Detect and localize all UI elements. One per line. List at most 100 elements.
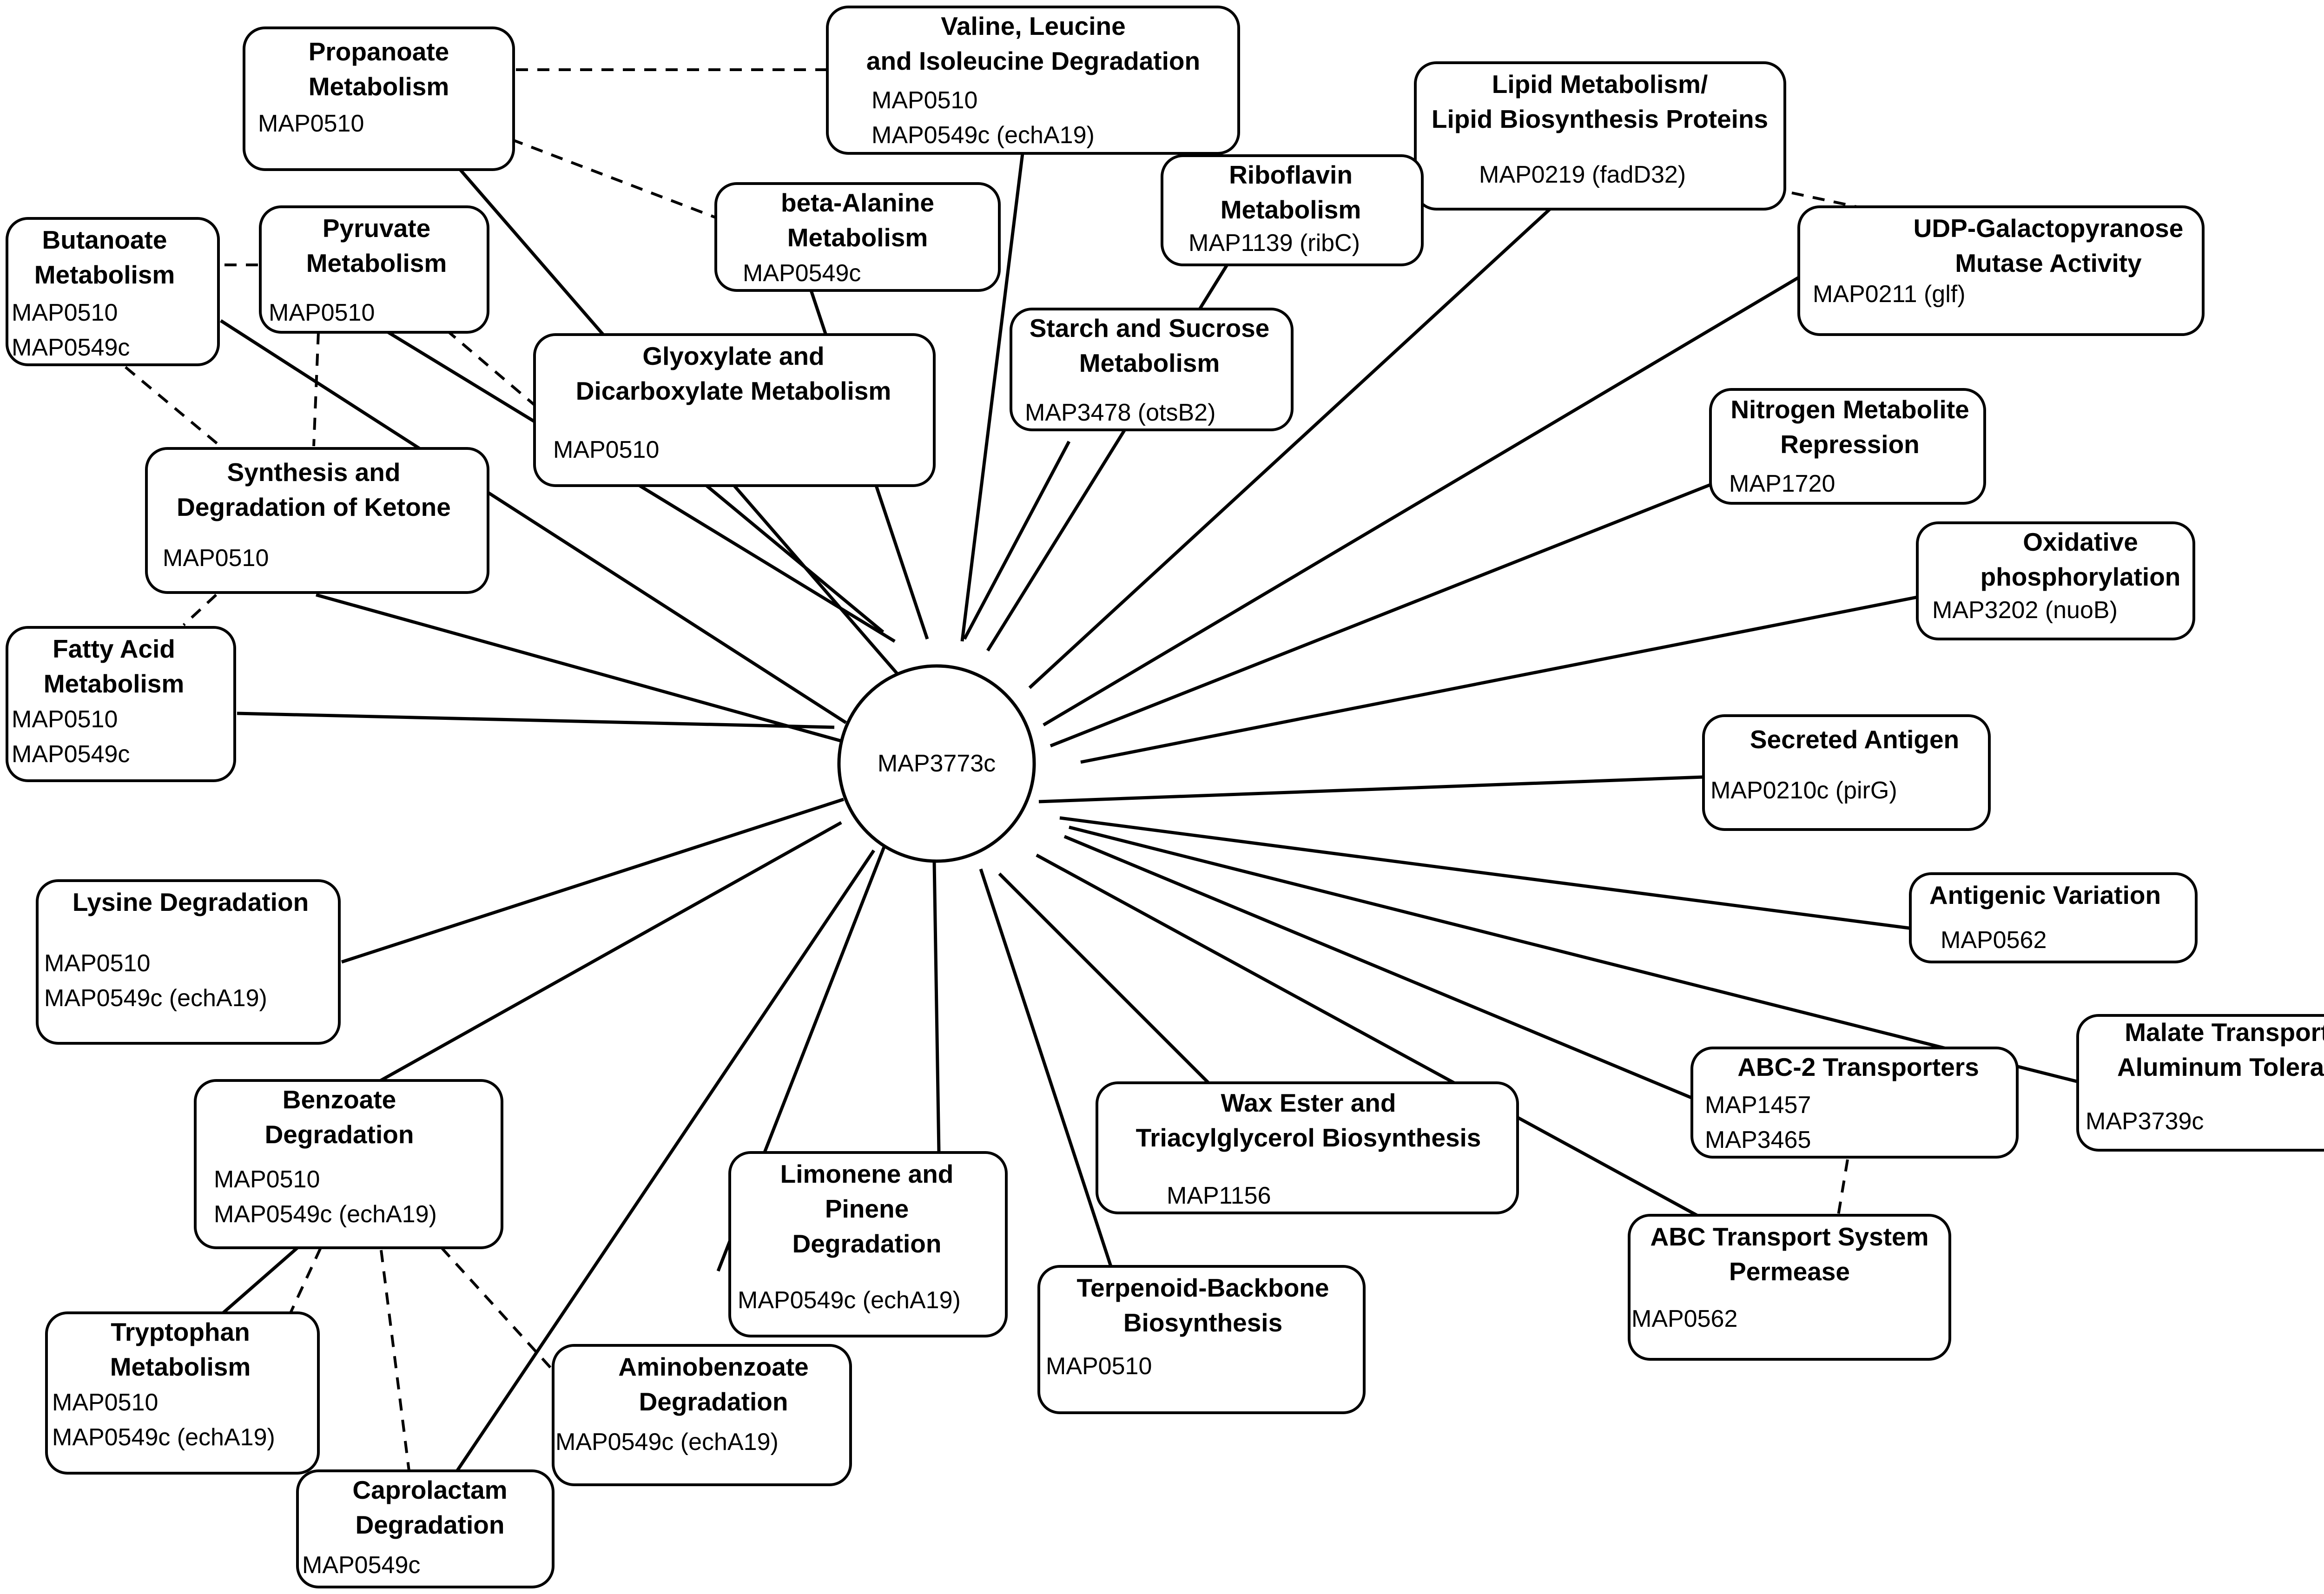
pathway-node-lipid[interactable]: Lipid Metabolism/Lipid Biosynthesis Prot…: [1414, 61, 1786, 211]
node-box: [714, 182, 1001, 292]
center-node[interactable]: MAP3773c: [837, 664, 1036, 863]
node-title: Terpenoid-Backbone: [1077, 1273, 1329, 1302]
node-box: [552, 1344, 852, 1486]
node-gene: MAP0510: [163, 545, 269, 572]
node-title: beta-Alanine: [781, 188, 934, 217]
node-gene: MAP0549c (echA19): [555, 1429, 779, 1456]
node-box: [1010, 308, 1294, 431]
node-title: Lipid Biosynthesis Proteins: [1432, 105, 1768, 133]
node-title: Lysine Degradation: [73, 888, 309, 916]
edge-center-benzoate: [376, 821, 842, 1085]
node-gene: MAP0562: [1941, 927, 2047, 954]
node-title: Antigenic Variation: [1929, 881, 2161, 909]
center-node-circle: [837, 664, 1036, 863]
edge-center-waxester: [998, 872, 1210, 1084]
edge-benzoate-tryptophan-dashed: [289, 1247, 322, 1314]
edge-center-terpenoid: [979, 868, 1113, 1267]
node-gene: MAP1139 (ribC): [1188, 230, 1360, 257]
node-title: phosphorylation: [1981, 562, 2181, 591]
node-title: Synthesis and: [227, 458, 401, 487]
node-title: Caprolactam: [352, 1475, 507, 1504]
node-title: Metabolism: [34, 260, 175, 289]
node-gene: MAP0211 (glf): [1813, 281, 1966, 308]
node-gene: MAP0510: [872, 87, 977, 114]
node-title: Starch and Sucrose: [1030, 314, 1270, 343]
edge-propanoate-betaalanine-dashed: [510, 138, 719, 220]
node-box: [1096, 1081, 1519, 1214]
node-box: [1414, 61, 1786, 211]
node-title: Metabolism: [44, 669, 185, 698]
node-title: Permease: [1729, 1257, 1850, 1286]
node-gene: MAP0510: [1046, 1353, 1152, 1380]
edge-pyruvate-ketone-dashed: [312, 332, 320, 447]
node-title: Propanoate: [309, 37, 449, 66]
node-gene: MAP0510: [269, 299, 375, 326]
node-box: [1702, 714, 1991, 831]
node-gene: MAP0549c (echA19): [214, 1201, 437, 1228]
node-title: Oxidative: [2023, 527, 2138, 556]
edge-benzoate-aminobenzoate-dashed: [440, 1246, 559, 1377]
node-title: Aminobenzoate: [618, 1352, 808, 1381]
edge-center-malate: [1069, 825, 2083, 1085]
node-title: Metabolism: [1079, 349, 1220, 377]
node-box: [6, 217, 220, 366]
node-title: Benzoate: [283, 1085, 396, 1114]
edge-ketone-fattyacid-dashed: [182, 593, 218, 626]
node-gene: MAP0562: [1631, 1305, 1737, 1332]
node-title: Wax Ester and: [1221, 1088, 1396, 1117]
node-title: Malate Transporter/: [2125, 1018, 2324, 1047]
pathway-node-malate[interactable]: Malate Transporter/Aluminum ToleranceMAP…: [2076, 1014, 2324, 1152]
node-box: [728, 1151, 1008, 1337]
node-title: Degradation: [792, 1229, 942, 1258]
node-box: [1709, 388, 1986, 505]
node-title: Metabolism: [787, 223, 928, 252]
node-title: Triacylglycerol Biosynthesis: [1136, 1123, 1481, 1152]
node-box: [1690, 1047, 2019, 1159]
node-box: [45, 1311, 320, 1475]
node-gene: MAP0549c: [302, 1552, 420, 1579]
node-box: [1161, 154, 1424, 266]
node-gene: MAP0510: [44, 950, 150, 977]
node-title: Valine, Leucine: [941, 12, 1125, 40]
node-gene: MAP0510: [52, 1389, 158, 1416]
node-gene: MAP1156: [1167, 1182, 1271, 1209]
node-box: [194, 1079, 503, 1249]
node-title: Metabolism: [110, 1352, 251, 1381]
node-gene: MAP0549c (echA19): [52, 1424, 275, 1451]
node-gene: MAP3465: [1705, 1126, 1811, 1153]
center-node-label: MAP3773c: [878, 750, 996, 777]
edges-layer: [125, 68, 2083, 1474]
node-box: [243, 26, 515, 171]
edge-center-udp: [1043, 270, 1809, 727]
node-title: Secreted Antigen: [1750, 725, 1959, 754]
node-gene: MAP3478 (otsB2): [1025, 399, 1215, 426]
node-gene: MAP0510: [553, 436, 659, 463]
